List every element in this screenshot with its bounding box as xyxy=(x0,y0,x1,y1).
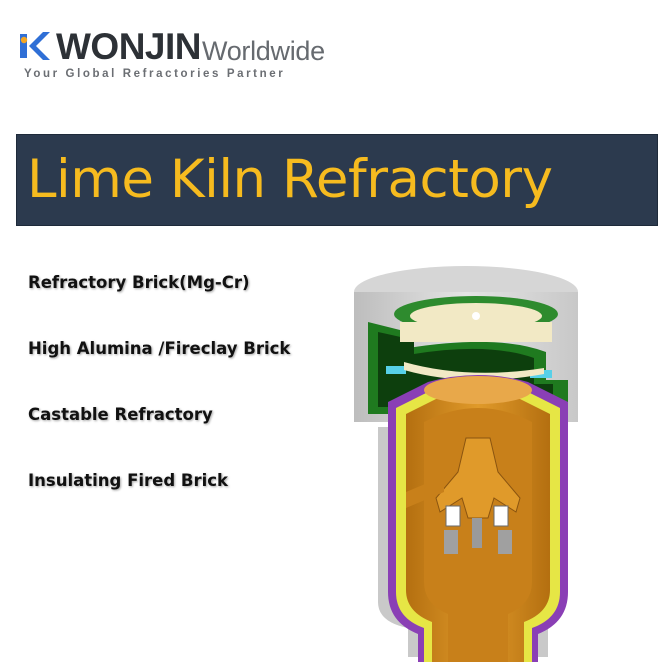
kiln-burner-assembly xyxy=(406,437,521,554)
page-title: Lime Kiln Refractory xyxy=(27,149,553,210)
lime-kiln-cutaway-illustration xyxy=(354,266,578,662)
title-banner: Lime Kiln Refractory xyxy=(16,134,658,226)
product-item-mg-cr-brick: Refractory Brick(Mg-Cr) xyxy=(28,273,250,292)
product-item-insulating-brick: Insulating Fired Brick xyxy=(28,471,229,490)
product-item-high-alumina-brick: High Alumina /Fireclay Brick xyxy=(28,339,291,358)
logo-brand-text: WONJIN xyxy=(56,26,202,67)
logo-tagline: Your Global Refractories Partner xyxy=(24,68,286,80)
company-logo[interactable]: WONJIN Worldwide Your Global Refractorie… xyxy=(16,26,346,88)
product-list: Refractory Brick(Mg-Cr) High Alumina /Fi… xyxy=(28,272,290,536)
product-item-castable: Castable Refractory xyxy=(28,405,213,424)
wonjin-logo-icon xyxy=(20,32,50,60)
logo-sub-text: Worldwide xyxy=(202,36,325,66)
